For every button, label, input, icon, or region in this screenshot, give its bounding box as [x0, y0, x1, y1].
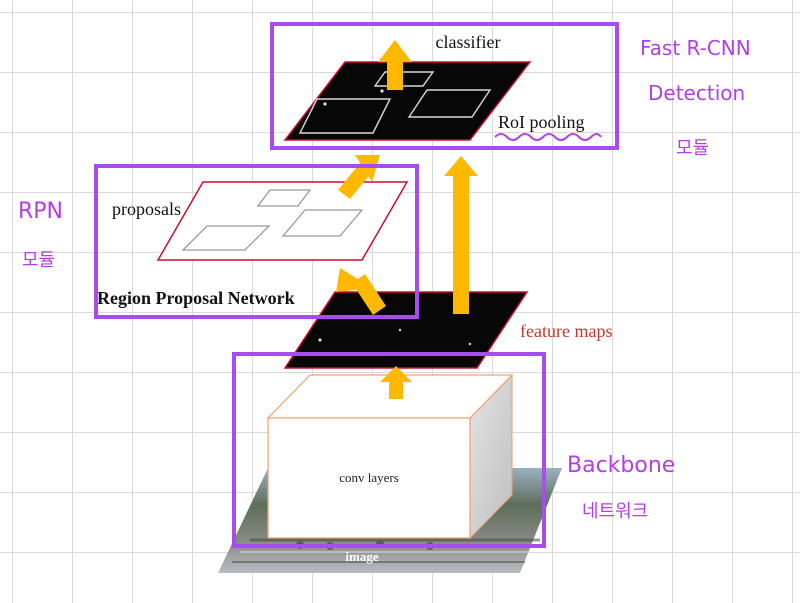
- conv-layers-label: conv layers: [339, 470, 399, 485]
- proposals-label: proposals: [112, 199, 181, 219]
- rpn-annotation-line1: RPN: [18, 199, 63, 224]
- backbone-annotation-line1: Backbone: [567, 453, 675, 478]
- roi-plane: [283, 61, 532, 141]
- fast-rcnn-annotation-note: 모듈: [676, 138, 709, 159]
- proposal-box: [281, 209, 364, 237]
- arrow-features-to-rpn: [336, 268, 386, 315]
- arrow-conv-to-features: [380, 366, 412, 399]
- roi-box: [298, 98, 392, 134]
- proposals-plane: proposals: [112, 181, 409, 261]
- fast-rcnn-annotation-line2: Detection: [648, 81, 745, 105]
- arrow-rpn-to-roi: [338, 155, 380, 199]
- rpn-annotation: RPN 모듈: [18, 199, 63, 271]
- proposal-box: [181, 225, 271, 251]
- roi-box: [407, 89, 492, 118]
- rpn-highlight-box: [94, 164, 419, 319]
- image-label: image: [345, 549, 378, 564]
- fast-rcnn-highlight-box: [270, 22, 619, 150]
- rpn-title: Region Proposal Network: [97, 288, 295, 308]
- backbone-annotation: Backbone 네트워크: [567, 453, 675, 522]
- backbone-annotation-note: 네트워크: [582, 501, 648, 522]
- fast-rcnn-annotation: Fast R-CNN Detection 모듈: [640, 36, 751, 159]
- roi-pooling-label: RoI pooling: [498, 112, 585, 132]
- backbone-highlight-box: [232, 352, 546, 548]
- arrow-features-to-roi: [444, 156, 478, 314]
- rpn-annotation-note: 모듈: [22, 250, 55, 271]
- roi-box: [373, 71, 435, 87]
- fast-rcnn-annotation-line1: Fast R-CNN: [640, 36, 751, 60]
- feature-maps-label: feature maps: [520, 321, 612, 341]
- conv-layers-block: conv layers: [266, 373, 514, 540]
- feature-maps-plane: [283, 291, 529, 369]
- classifier-label: classifier: [436, 32, 501, 52]
- proposal-box: [256, 189, 312, 207]
- roi-pooling-underline: [494, 133, 602, 141]
- arrow-roi-to-classifier: [378, 40, 412, 90]
